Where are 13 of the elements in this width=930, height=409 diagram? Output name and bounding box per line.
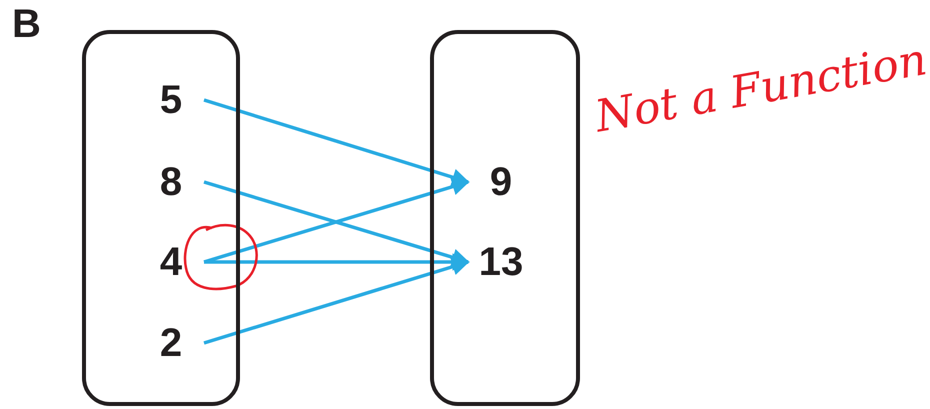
set-element: 2 — [140, 319, 202, 367]
set-element: 5 — [140, 76, 202, 124]
arrow — [203, 258, 470, 345]
set-element: 9 — [470, 158, 532, 206]
arrow — [204, 253, 470, 271]
arrow — [203, 98, 470, 186]
set-box — [430, 30, 580, 406]
set-element: 13 — [470, 238, 532, 286]
set-element: 8 — [140, 158, 202, 206]
set-element: 4 — [140, 238, 202, 286]
handwritten-note: Not a Function — [592, 38, 930, 140]
set-box — [82, 30, 240, 406]
panel-letter: B — [12, 4, 41, 44]
